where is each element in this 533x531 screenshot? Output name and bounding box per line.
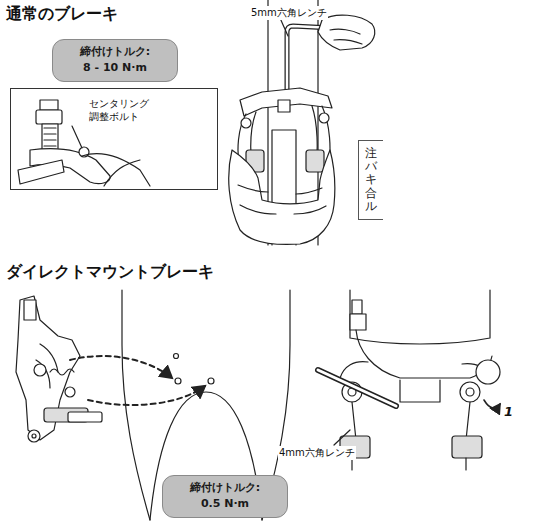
section-heading: ダイレクトマウントブレーキ	[5, 262, 215, 283]
node-heading: センタリング 調整ボルト	[89, 97, 155, 123]
frame	[350, 290, 490, 344]
tool-label: 5mm六角レンチ	[250, 6, 328, 20]
direct-mount-brake	[16, 296, 102, 442]
node-heading: 締付けトルク:	[177, 480, 273, 497]
node-text: 8 - 10 N·m	[67, 60, 163, 77]
hand	[318, 15, 375, 50]
torque-box: 締付けトルク:8 - 10 N·m	[52, 39, 178, 82]
hex-wrench	[318, 370, 396, 406]
turn-arrow	[484, 400, 500, 408]
hand-fingers	[330, 29, 362, 44]
side-note: 注バキ合ル	[358, 140, 383, 220]
node-heading: 注バキ合ル	[365, 147, 377, 213]
callout-number: 1	[503, 404, 514, 419]
mount-bolt	[278, 100, 290, 112]
leader-line	[334, 430, 350, 445]
caliper-arch	[240, 88, 332, 116]
pivot	[319, 113, 329, 123]
inset-frame: センタリング 調整ボルト	[10, 88, 218, 190]
hex-wrench-inner	[318, 370, 396, 406]
section-heading: 通常のブレーキ	[5, 4, 119, 25]
pivot	[241, 118, 251, 128]
holding-hand	[229, 150, 335, 244]
leader-line	[280, 18, 288, 36]
node-heading: 締付けトルク:	[67, 44, 163, 61]
mount-arrow	[70, 356, 172, 378]
hand-fingers	[238, 185, 326, 214]
node-text: 0.5 N·m	[177, 496, 273, 513]
torque-box: 締付けトルク:0.5 N·m	[162, 475, 288, 518]
tool-label: 4mm六角レンチ	[278, 446, 356, 460]
mount-arrow	[88, 386, 205, 405]
direct-mount-brake-front	[340, 300, 500, 470]
brake-pad	[306, 150, 324, 172]
